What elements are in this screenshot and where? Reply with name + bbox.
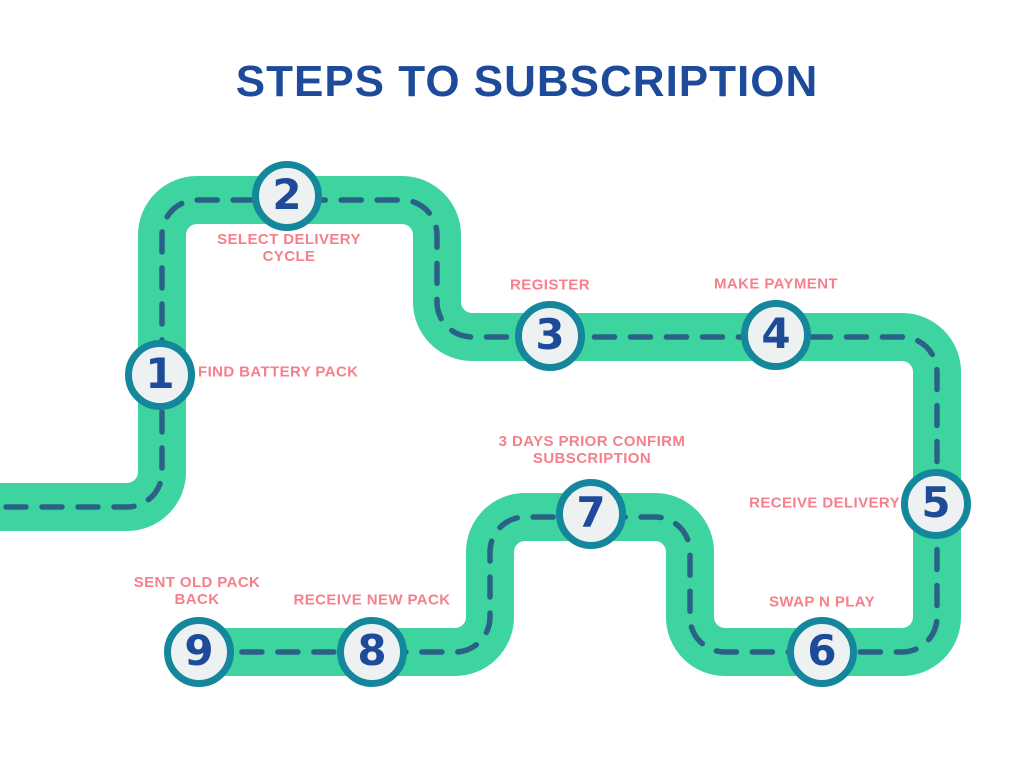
page-title: STEPS TO SUBSCRIPTION bbox=[235, 57, 819, 106]
step-number-8: 8 bbox=[357, 626, 387, 675]
step-circle-7: 7 bbox=[556, 479, 626, 549]
step-circle-4: 4 bbox=[741, 300, 811, 370]
step-number-4: 4 bbox=[761, 309, 791, 358]
step-circle-5: 5 bbox=[901, 469, 971, 539]
step-label-receive-delivery: RECEIVE DELIVERY bbox=[749, 494, 900, 512]
step-number-1: 1 bbox=[145, 349, 175, 398]
step-circle-3: 3 bbox=[515, 301, 585, 371]
step-label-sent-old-pack-back: SENT OLD PACK BACK bbox=[133, 574, 261, 608]
step-label-register: REGISTER bbox=[510, 276, 590, 294]
step-number-6: 6 bbox=[807, 626, 837, 675]
step-circle-6: 6 bbox=[787, 617, 857, 687]
step-label-make-payment: MAKE PAYMENT bbox=[714, 275, 838, 293]
step-number-9: 9 bbox=[184, 626, 214, 675]
step-label-swap-n-play: SWAP N PLAY bbox=[768, 593, 876, 611]
step-label-find-battery-pack: FIND BATTERY PACK bbox=[198, 363, 359, 381]
step-label-confirm-subscription: 3 DAYS PRIOR CONFIRM SUBSCRIPTION bbox=[498, 433, 686, 467]
step-label-receive-new-pack: RECEIVE NEW PACK bbox=[293, 591, 451, 609]
step-circle-9: 9 bbox=[164, 617, 234, 687]
step-label-select-delivery-cycle: SELECT DELIVERY CYCLE bbox=[217, 231, 361, 265]
step-number-5: 5 bbox=[921, 478, 951, 527]
step-number-2: 2 bbox=[272, 170, 302, 219]
step-circle-1: 1 bbox=[125, 340, 195, 410]
step-circle-8: 8 bbox=[337, 617, 407, 687]
step-number-3: 3 bbox=[535, 310, 565, 359]
step-circle-2: 2 bbox=[252, 161, 322, 231]
step-number-7: 7 bbox=[576, 488, 606, 537]
